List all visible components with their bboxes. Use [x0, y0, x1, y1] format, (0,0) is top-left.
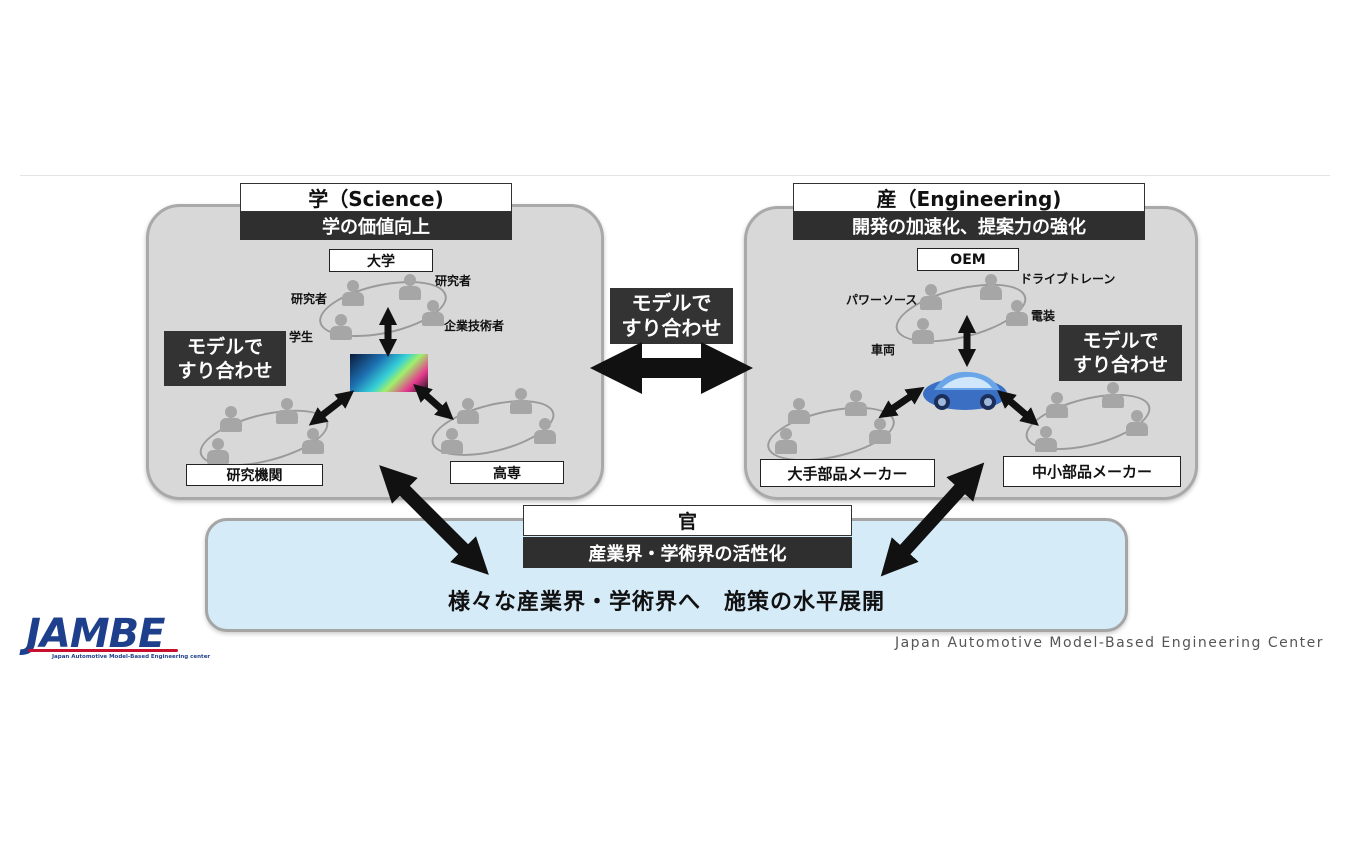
simulation-image — [350, 354, 428, 392]
science-model-line2: すり合わせ — [177, 359, 273, 382]
person-icon — [422, 300, 444, 328]
science-model-line1: モデルで — [186, 335, 263, 358]
logo-subtitle: Japan Automotive Model-Based Engineering… — [52, 654, 211, 660]
logo-swoosh — [28, 649, 178, 652]
label-industry-engineer: 企業技術者 — [444, 319, 505, 333]
label-vehicle: 車両 — [871, 343, 896, 357]
person-icon — [399, 274, 421, 302]
university-label: 大学 — [329, 249, 433, 272]
engineering-model-line2: すり合わせ — [1072, 354, 1168, 376]
person-icon — [302, 428, 324, 456]
person-icon — [1006, 300, 1028, 328]
technical-college-label: 高専 — [450, 461, 564, 484]
label-electrical: 電装 — [1031, 309, 1056, 323]
person-icon — [207, 438, 229, 466]
center-model-line1: モデルで — [631, 291, 712, 315]
person-icon — [220, 406, 242, 434]
government-main-text: 様々な産業界・学術界へ 施策の水平展開 — [447, 590, 885, 615]
label-researcher-right: 研究者 — [435, 274, 472, 288]
person-icon — [1035, 426, 1057, 454]
label-researcher-left: 研究者 — [291, 292, 328, 306]
jambe-logo: JAMBE Japan Automotive Model-Based Engin… — [26, 612, 210, 664]
person-icon — [775, 428, 797, 456]
oem-label: OEM — [917, 248, 1019, 271]
engineering-subtitle: 開発の加速化、提案力の強化 — [793, 212, 1145, 240]
label-drivetrain: ドライブトレーン — [1020, 272, 1116, 286]
person-icon — [1126, 410, 1148, 438]
person-icon — [276, 398, 298, 426]
center-model-box: モデルで すり合わせ — [610, 288, 733, 344]
science-title: 学（Science) — [240, 183, 512, 212]
person-icon — [845, 390, 867, 418]
person-icon — [869, 418, 891, 446]
person-icon — [980, 274, 1002, 302]
car-image — [923, 371, 1007, 410]
engineering-model-box: モデルで すり合わせ — [1059, 325, 1182, 381]
engineering-title: 産（Engineering) — [793, 183, 1145, 212]
label-student: 学生 — [289, 330, 314, 344]
person-icon — [441, 428, 463, 456]
top-divider — [20, 175, 1330, 176]
person-icon — [1046, 392, 1068, 420]
logo-name: JAMBE — [26, 611, 165, 657]
person-icon — [1102, 382, 1124, 410]
science-model-box: モデルで すり合わせ — [164, 331, 286, 386]
large-supplier-label: 大手部品メーカー — [760, 459, 935, 487]
person-icon — [788, 398, 810, 426]
person-icon — [534, 418, 556, 446]
person-icon — [920, 284, 942, 312]
label-power-source: パワーソース — [846, 293, 918, 307]
engineering-model-line1: モデルで — [1082, 330, 1159, 352]
government-subtitle: 産業界・学術界の活性化 — [523, 537, 852, 568]
science-subtitle: 学の価値向上 — [240, 212, 512, 240]
person-icon — [457, 398, 479, 426]
center-name: Japan Automotive Model-Based Engineering… — [894, 635, 1324, 651]
government-title: 官 — [523, 505, 852, 536]
person-icon — [330, 314, 352, 342]
person-icon — [342, 280, 364, 308]
small-supplier-label: 中小部品メーカー — [1003, 456, 1181, 487]
research-institute-label: 研究機関 — [186, 464, 323, 486]
center-model-line2: すり合わせ — [621, 316, 722, 340]
person-icon — [912, 318, 934, 346]
person-icon — [510, 388, 532, 416]
